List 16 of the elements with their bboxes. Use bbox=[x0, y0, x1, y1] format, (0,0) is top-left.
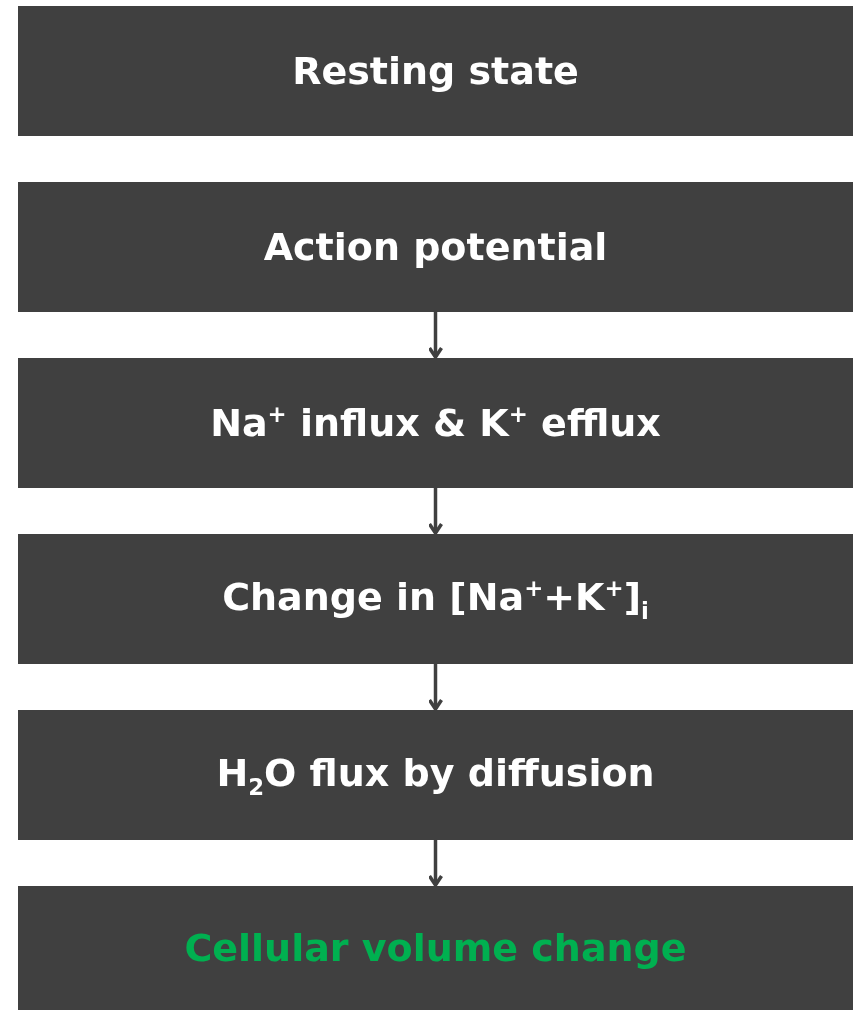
process-box bbox=[18, 710, 853, 840]
arrow bbox=[427, 312, 444, 359]
arrow bbox=[427, 840, 444, 887]
step-label: H$_{2}$O flux by diffusion bbox=[216, 750, 655, 800]
process-box bbox=[18, 6, 853, 136]
process-box bbox=[18, 886, 853, 1010]
arrow bbox=[427, 664, 444, 711]
step-label: Action potential bbox=[263, 225, 608, 269]
process-box bbox=[18, 358, 853, 488]
step-label: Cellular volume change bbox=[184, 926, 687, 970]
arrow bbox=[427, 488, 444, 535]
step-label: Na$^{+}$ influx & K$^{+}$ efflux bbox=[210, 401, 661, 445]
process-box bbox=[18, 182, 853, 312]
step-label: Resting state bbox=[292, 49, 579, 93]
process-box bbox=[18, 534, 853, 664]
step-label: Change in [Na$^{+}$+K$^{+}$]$_{i}$ bbox=[222, 574, 649, 624]
